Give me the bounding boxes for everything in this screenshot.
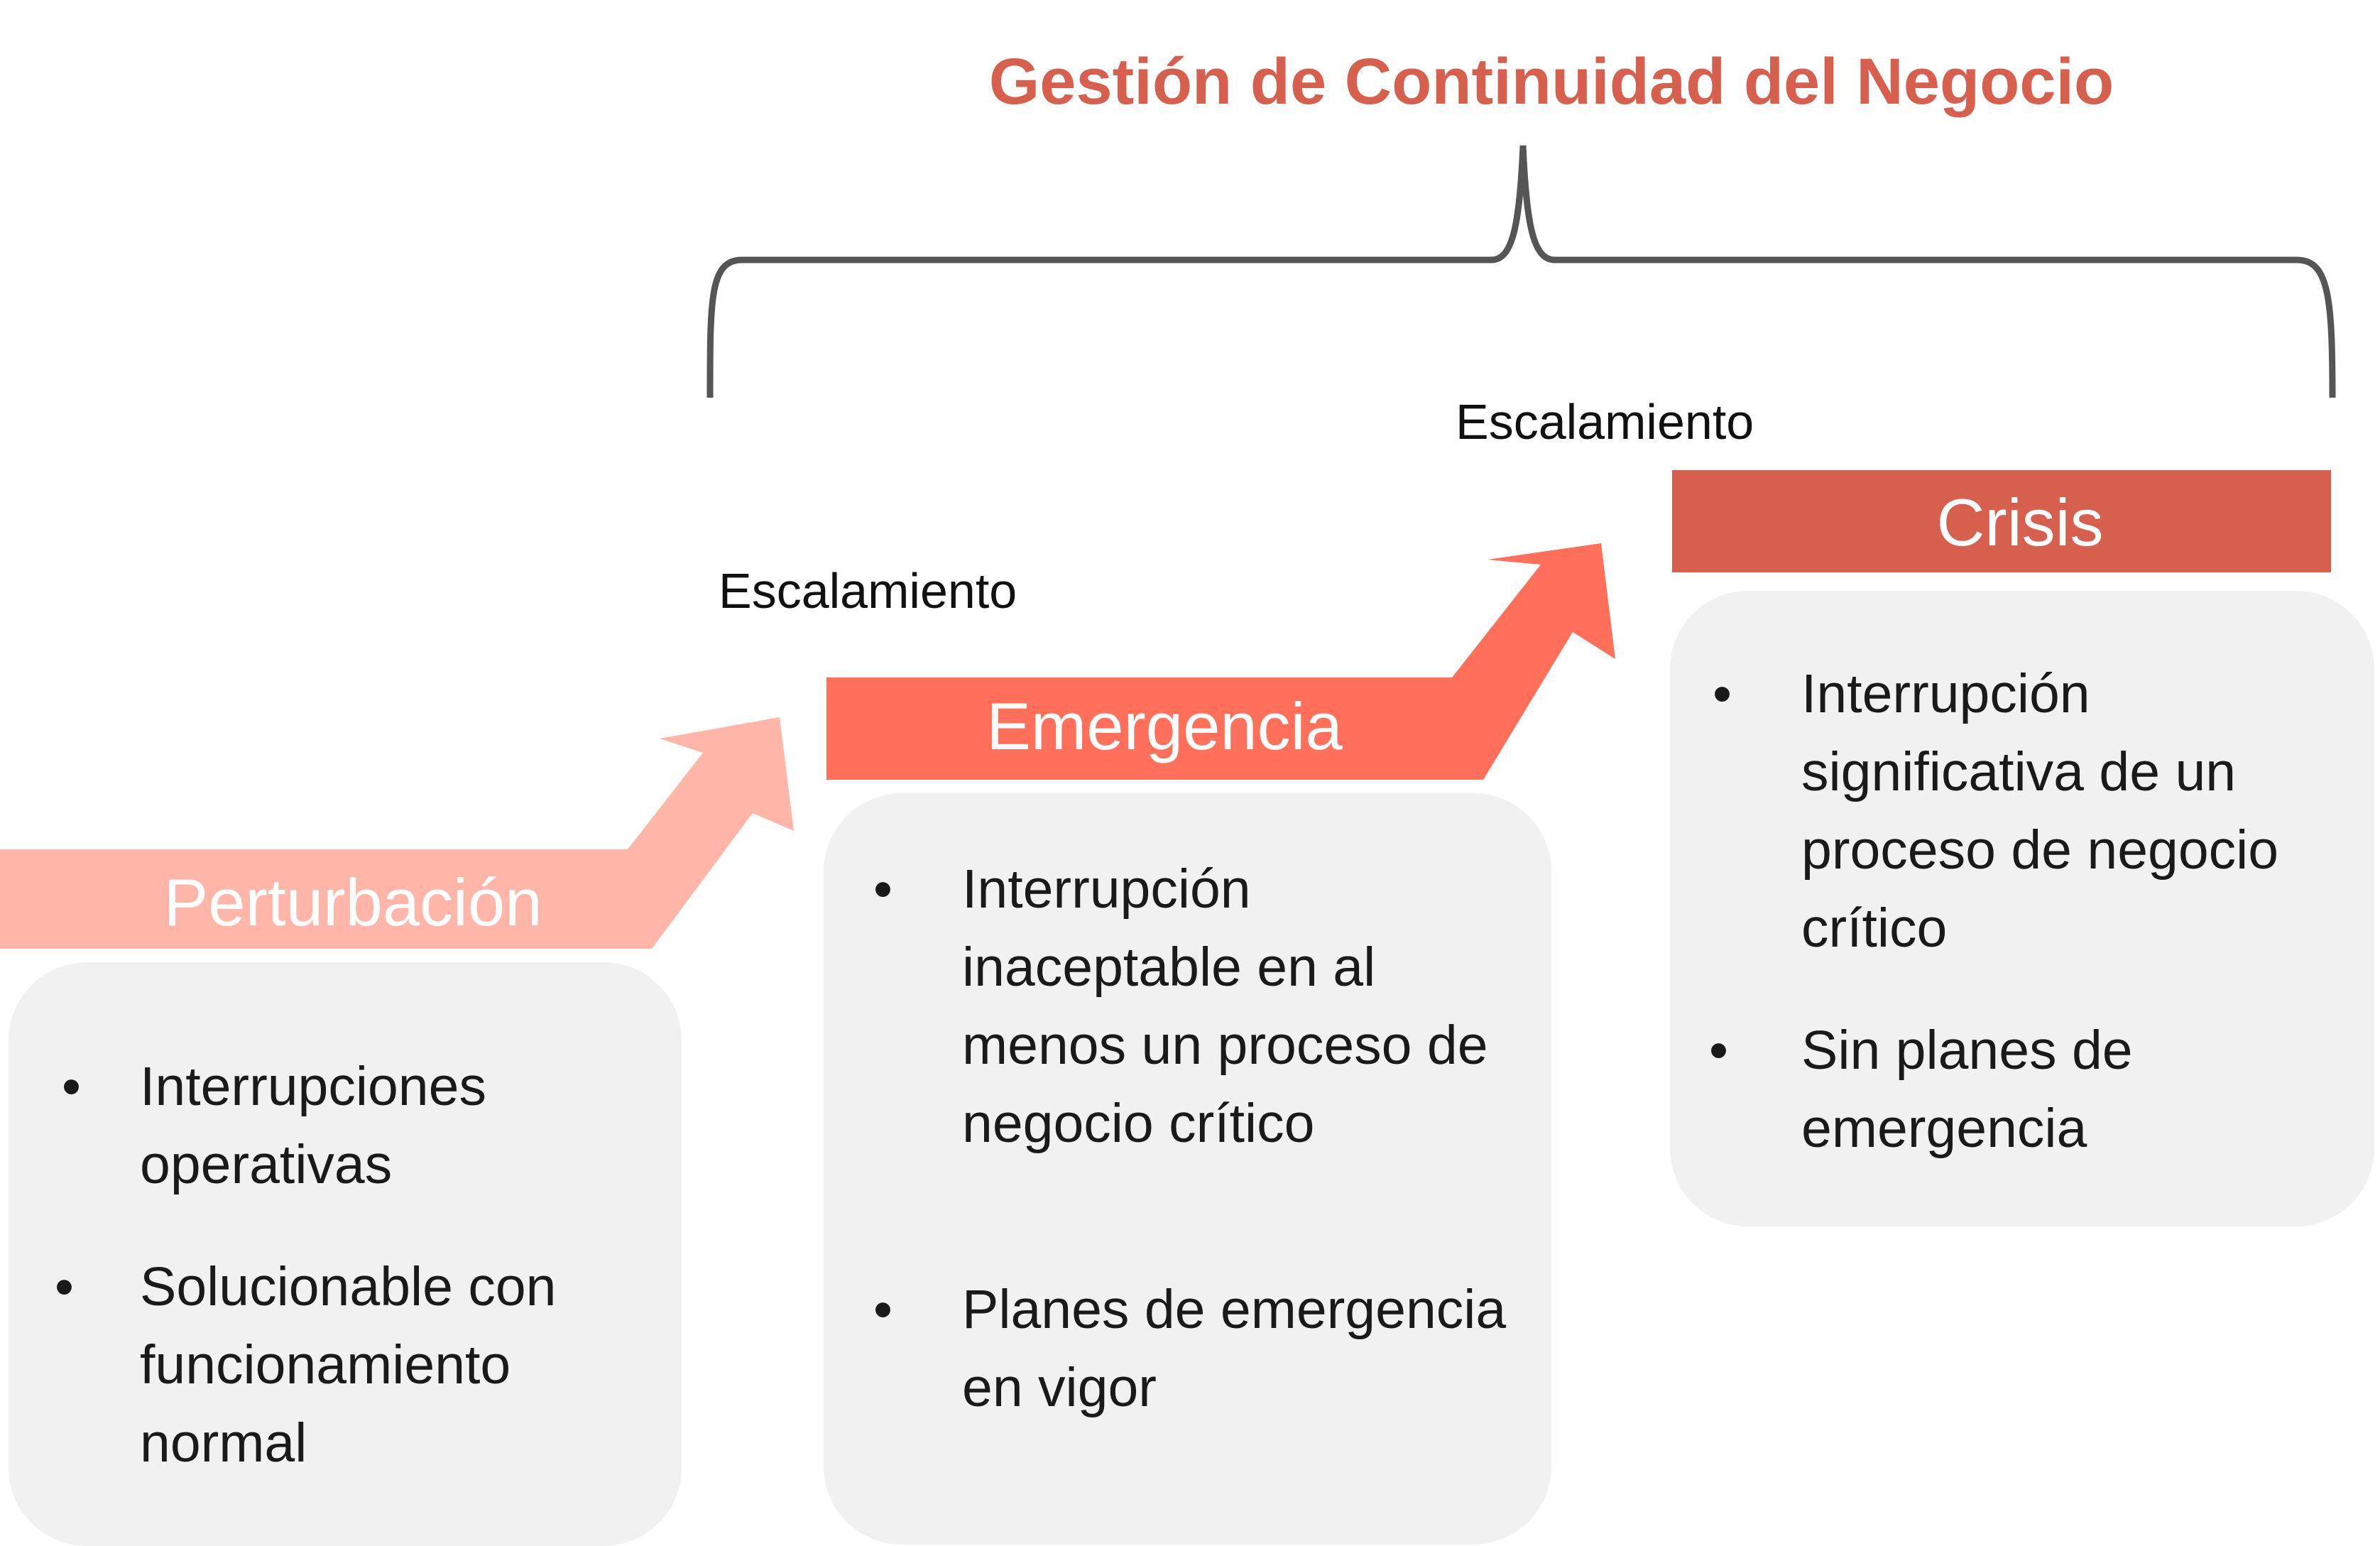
crisis-bar	[1672, 470, 2331, 572]
card-crisis: Interrupción significativa de un proceso…	[1670, 591, 2374, 1226]
bullets-perturbacion: Interrupciones operativas Solucionable c…	[55, 1047, 653, 1482]
bullet-item: Interrupciones operativas	[62, 1047, 653, 1204]
stage-label-perturbacion: Perturbación	[164, 865, 542, 940]
escalation-arrow-1	[0, 717, 794, 949]
card-emergencia: Interrupción inaceptable en al menos un …	[824, 793, 1551, 1545]
diagram-title: Gestión de Continuidad del Negocio	[989, 45, 2114, 118]
card-perturbacion: Interrupciones operativas Solucionable c…	[9, 962, 682, 1546]
bullet-item: Interrupción inaceptable en al menos un …	[873, 850, 1537, 1163]
scope-brace	[706, 145, 2336, 398]
bullet-item: Solucionable con funcionamiento normal	[55, 1248, 646, 1482]
bullets-emergencia: Interrupción inaceptable en al menos un …	[873, 850, 1537, 1427]
escalation-arrow-2	[826, 543, 1615, 780]
escalation-label-1: Escalamiento	[719, 563, 1017, 619]
bullet-item: Interrupción significativa de un proceso…	[1713, 655, 2353, 967]
escalation-label-2: Escalamiento	[1456, 394, 1754, 450]
bullet-item: Sin planes de emergencia	[1709, 1011, 2349, 1167]
bullets-crisis: Interrupción significativa de un proceso…	[1709, 655, 2353, 1167]
bullet-item: Planes de emergencia en vigor	[873, 1270, 1537, 1427]
stage-label-crisis: Crisis	[1937, 485, 2104, 560]
stage-label-emergencia: Emergencia	[986, 689, 1343, 763]
